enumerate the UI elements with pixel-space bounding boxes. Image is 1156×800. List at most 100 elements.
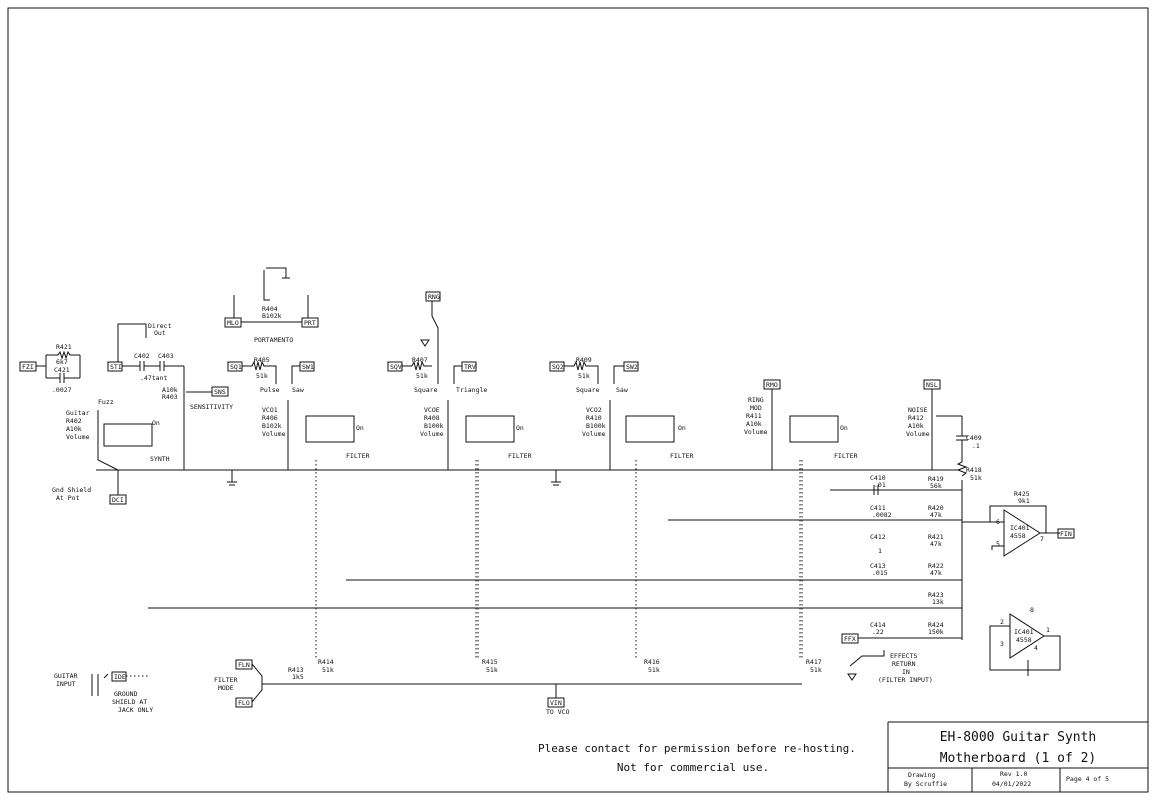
r414-ref: R414 [318, 658, 334, 666]
vcoe-section: RNG SQV R407 51k TRV Square Triangle VCO… [387, 291, 532, 470]
c421-value: .0027 [52, 386, 72, 394]
c421-ref: C421 [54, 366, 70, 374]
flo-port [235, 697, 253, 708]
prt-label: PRT [304, 319, 316, 327]
vco1-volume-label: Volume [262, 430, 286, 438]
triangle-label: Triangle [456, 386, 487, 394]
r421b-ref: R421 [928, 533, 944, 541]
flo-label: FLO [238, 699, 250, 707]
vcoe-label: VCOE [424, 406, 440, 414]
r406-ref: R406 [262, 414, 278, 422]
c411-value: .0082 [872, 511, 892, 519]
opamp1-part: 4558 [1010, 532, 1026, 540]
r424-value: 150k [928, 628, 944, 636]
c411-ref: C411 [870, 504, 886, 512]
r425-value: 9k1 [1018, 497, 1030, 505]
guitar-input-label-2: INPUT [56, 680, 76, 688]
guitar-input-section: GUITAR INPUT IDE GROUND SHIELD AT JACK O… [54, 671, 153, 714]
r425-ref: R425 [1014, 490, 1030, 498]
r421b-value: 47k [930, 540, 942, 548]
opamp2-pin1: 1 [1046, 626, 1050, 634]
on-label-2: On [356, 424, 364, 432]
c402-ref: C402 [134, 352, 150, 360]
vin-port [547, 697, 565, 708]
feed-lines [315, 460, 803, 660]
sti-label: STI [110, 363, 122, 371]
c402-value: .47tant [140, 374, 167, 382]
noise-volume-label: Volume [906, 430, 930, 438]
vco2-label: VCO2 [586, 406, 602, 414]
ring-volume-label: Volume [744, 428, 768, 436]
r415-ref: R415 [482, 658, 498, 666]
r410-ref: R410 [586, 414, 602, 422]
c414-ref: C414 [870, 621, 886, 629]
r423-ref: R423 [928, 591, 944, 599]
filter-label-4: FILTER [834, 452, 858, 460]
opamp2-pin8: 8 [1030, 606, 1034, 614]
portamento-section: MLO PRT R404 B102k PORTAMENTO [224, 267, 319, 344]
sheet-border [7, 7, 1149, 793]
notice-line-2: Not for commercial use. [617, 761, 769, 774]
opamp2-part: 4558 [1016, 636, 1032, 644]
r403-ref: R403 [162, 393, 178, 401]
r420-ref: R420 [928, 504, 944, 512]
c410-value: .01 [874, 481, 886, 489]
r413-ref: R413 [288, 666, 304, 674]
ground-shield-label: GROUND [114, 690, 138, 698]
r404-value: B102k [262, 312, 282, 320]
r411-value: A10k [746, 420, 762, 428]
sensitivity-label: SENSITIVITY [190, 403, 233, 411]
square-label-2: Square [576, 386, 600, 394]
effects-return-label-3: IN [902, 668, 910, 676]
r410-value: B100k [586, 422, 606, 430]
r405-value: 51k [256, 372, 268, 380]
portamento-label: PORTAMENTO [254, 336, 293, 344]
vcoe-volume-label: Volume [420, 430, 444, 438]
sq2-label: SQ2 [552, 363, 564, 371]
r406-value: B102k [262, 422, 282, 430]
on-label-4: On [678, 424, 686, 432]
ide-label: IDE [114, 673, 126, 681]
notice-line-1: Please contact for permission before re-… [538, 742, 856, 755]
vco2-volume-label: Volume [582, 430, 606, 438]
ground-shield-label-3: JACK ONLY [118, 706, 153, 714]
c409-value: .1 [972, 442, 980, 450]
direct-out-section: STI Direct Out C402 C403 .47tant A10k R4… [107, 322, 233, 470]
noise-section: NSL NOISE R412 A10k Volume C409 .1 R418 … [906, 379, 982, 482]
mod-label: MOD [750, 404, 762, 412]
c413-value: .015 [872, 569, 888, 577]
guitar-label: Guitar [66, 409, 90, 417]
r417-value: 51k [810, 666, 822, 674]
r408-ref: R408 [424, 414, 440, 422]
effects-return-label-2: RETURN [892, 660, 916, 668]
r402-role: Volume [66, 433, 90, 441]
filter-mode-section: FLN FLO FILTER MODE R413 1k5 R414 51k R4… [214, 658, 822, 716]
c413-ref: C413 [870, 562, 886, 570]
fuzz-label: Fuzz [98, 398, 114, 406]
r420-value: 47k [930, 511, 942, 519]
on-label-5: On [840, 424, 848, 432]
opamp1-ref: IC401 [1010, 524, 1030, 532]
r423-value: 13k [932, 598, 944, 606]
filter-label-3: FILTER [670, 452, 694, 460]
saw-label: Saw [292, 386, 304, 394]
c409-ref: C409 [966, 434, 982, 442]
r409-ref: R409 [576, 356, 592, 364]
fuzz-input-label: FZI [22, 363, 34, 371]
filter-network: C410 .01 R419 56k C411 .0082 R420 47k C4… [841, 474, 962, 684]
opamp-lower: IC401 4558 8 4 2 3 1 [989, 606, 1061, 676]
opamp2-pin4: 4 [1034, 644, 1038, 652]
r402-ref: R402 [66, 417, 82, 425]
r407-value: 51k [416, 372, 428, 380]
r405-ref: R405 [254, 356, 270, 364]
r408-value: B100k [424, 422, 444, 430]
saw-label-2: Saw [616, 386, 628, 394]
drawing-label: Drawing [908, 771, 935, 779]
r417-ref: R417 [806, 658, 822, 666]
ring-mod-section: RMO RING MOD R411 A10k Volume On FILTER [744, 379, 858, 470]
opamp-upper: IC401 4558 6 5 7 R425 9k1 FIN [962, 490, 1075, 557]
fin-port [1057, 528, 1075, 539]
dci-label: DCI [112, 496, 124, 504]
sw2-label: SW2 [626, 363, 638, 371]
